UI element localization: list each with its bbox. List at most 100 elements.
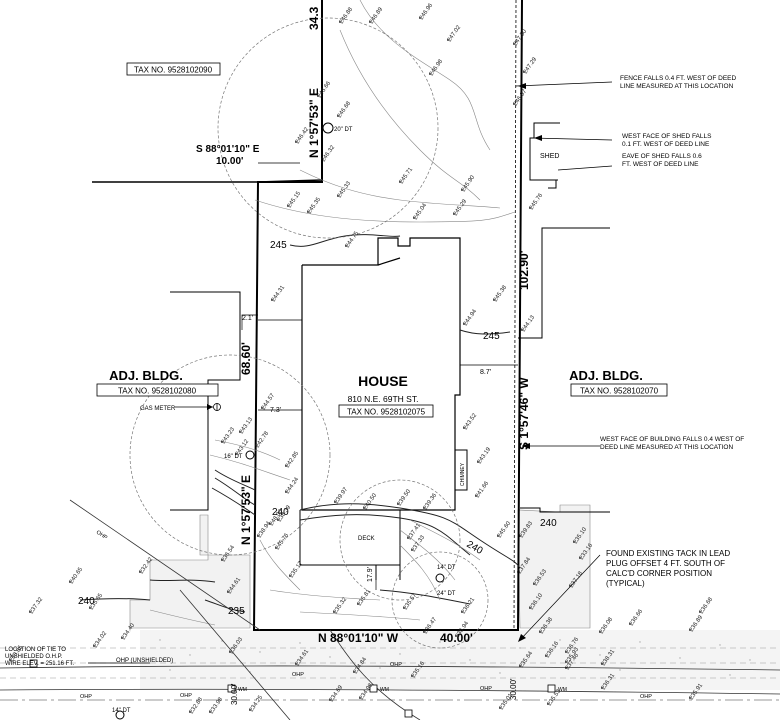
spot-elevation-label: 244.75 [345, 230, 361, 249]
water-meter-icon [369, 684, 378, 693]
bearing-top-s-dist: 10.00' [216, 156, 243, 167]
spot-elevation-dot [447, 39, 449, 41]
spot-elevation-dot [353, 671, 355, 673]
tree-label: 14" DT [437, 565, 456, 571]
spot-elevation-label: 245.76 [529, 192, 545, 211]
dist-bottom: 40.00' [440, 631, 473, 645]
spot-elevation-dot [363, 507, 365, 509]
tree-label: 16" DT [224, 454, 243, 460]
adjacent-building-left [170, 291, 241, 511]
adj-bldg-right-tax: TAX NO. 9528102070 [580, 387, 659, 396]
contour-label: 245 [483, 331, 500, 342]
bearing-left-upper: N 1°57'53" E [307, 88, 321, 158]
spot-elevation-label: 234.02 [93, 630, 109, 649]
tree-label: 20" DT [334, 127, 353, 133]
deck-outline [299, 510, 401, 580]
dist-right: 102.90' [517, 250, 531, 290]
spot-elevation-dot [565, 667, 567, 669]
spot-elevation-dot [271, 299, 273, 301]
spot-elevation-label: 243.13 [239, 416, 255, 435]
svg-text:(TYPICAL): (TYPICAL) [606, 579, 645, 588]
spot-elevation-dot [573, 541, 575, 543]
spot-elevation-dot [249, 709, 251, 711]
property-boundary [252, 0, 523, 631]
sidewalk-hatch [0, 630, 780, 701]
spot-elevation-dot [139, 571, 141, 573]
spot-elevation-label: 246.32 [321, 144, 337, 163]
spot-elevation-dot [239, 431, 241, 433]
dim-right-mid: 8.7' [480, 369, 491, 376]
spot-elevation-dot [529, 207, 531, 209]
spot-elevation-dot [413, 217, 415, 219]
spot-elevation-dot [519, 665, 521, 667]
spot-elevation-label: 235.57 [403, 592, 419, 611]
spot-elevation-dot [497, 535, 499, 537]
spot-elevation-label: 243.19 [477, 446, 493, 465]
spot-elevation-dot [529, 607, 531, 609]
spot-elevation-label: 235.17 [289, 560, 305, 579]
ohp-label: OHP [80, 694, 92, 700]
spot-elevation-label: 235.01 [499, 692, 515, 711]
spot-elevation-dot [407, 537, 409, 539]
spot-elevation-dot [689, 629, 691, 631]
deck-label: DECK [358, 536, 375, 542]
tree-label: 24" DT [437, 591, 456, 597]
spot-elevation-dot [307, 211, 309, 213]
spot-elevation-dot [257, 535, 259, 537]
svg-text:PLUG OFFSET 4 FT. SOUTH OF: PLUG OFFSET 4 FT. SOUTH OF [606, 559, 725, 568]
spot-elevation-dot [9, 659, 11, 661]
ohp-label: OHP [95, 530, 109, 542]
spot-elevation-label: 239.36 [423, 492, 439, 511]
spot-elevation-label: 246.88 [339, 6, 355, 25]
spot-elevation-dot [339, 21, 341, 23]
chimney-label: CHIMNEY [460, 462, 466, 486]
spot-elevation-label: 246.68 [337, 100, 353, 119]
spot-elevation-dot [275, 547, 277, 549]
spot-elevation-label: 245.04 [413, 202, 429, 221]
spot-elevation-dot [369, 21, 371, 23]
spot-elevation-label: 243.23 [221, 426, 237, 445]
spot-elevation-dot [493, 299, 495, 301]
adj-bldg-left-tax: TAX NO. 9528102080 [118, 387, 197, 396]
tree-icon [245, 450, 255, 460]
spot-elevation-label: 245.71 [399, 166, 415, 185]
tree-canopies [129, 17, 489, 649]
spot-elevation-dot [461, 189, 463, 191]
spot-elevation-label: 247.29 [523, 56, 539, 75]
spot-elevation-label: 234.40 [121, 622, 137, 641]
spot-elevation-label: 239.50 [397, 488, 413, 507]
ohp-unshielded-label: OHP (UNSHIELDED) [116, 658, 173, 664]
minor-contours [149, 0, 516, 626]
water-meter-icon [404, 709, 413, 718]
spot-elevation-dot [599, 631, 601, 633]
spot-elevation-label: 245.76 [275, 532, 291, 551]
spot-elevation-dot [334, 501, 336, 503]
contour-label: 240 [465, 539, 485, 557]
svg-text:FOUND EXISTING TACK IN LEAD: FOUND EXISTING TACK IN LEAD [606, 549, 730, 558]
spot-elevation-dot [287, 205, 289, 207]
svg-text:WIRE ELEV. = 251.16 FT.: WIRE ELEV. = 251.16 FT. [5, 661, 74, 667]
dist-left: 68.60' [239, 342, 253, 375]
spot-elevation-dot [601, 687, 603, 689]
chimney [454, 449, 468, 491]
spot-elevation-dot [221, 559, 223, 561]
note-fence: FENCE FALLS 0.4 FT. WEST OF DEED LINE ME… [620, 75, 736, 90]
spot-elevation-label: 233.98 [209, 696, 225, 715]
spot-elevation-dot [565, 651, 567, 653]
spot-elevation-dot [461, 611, 463, 613]
spot-elevation-dot [629, 623, 631, 625]
spot-elevation-dot [295, 663, 297, 665]
spot-elevation-label: 236.68 [699, 596, 715, 615]
spot-elevation-label: 242.85 [285, 450, 301, 469]
spot-elevation-label: 236.21 [461, 596, 477, 615]
spot-elevation-dot [399, 181, 401, 183]
spot-elevation-dot [359, 697, 361, 699]
wm-label: WM [238, 687, 247, 693]
note-tie: LOCATION OF TIE TO UNSHIELDED O.H.P. WIR… [5, 647, 74, 667]
spot-elevation-dot [229, 651, 231, 653]
tree-icon [322, 122, 334, 134]
svg-text:0.1 FT. WEST OF DEED LINE: 0.1 FT. WEST OF DEED LINE [622, 141, 710, 148]
spot-elevation-dot [545, 655, 547, 657]
water-meter-icon [227, 684, 236, 693]
